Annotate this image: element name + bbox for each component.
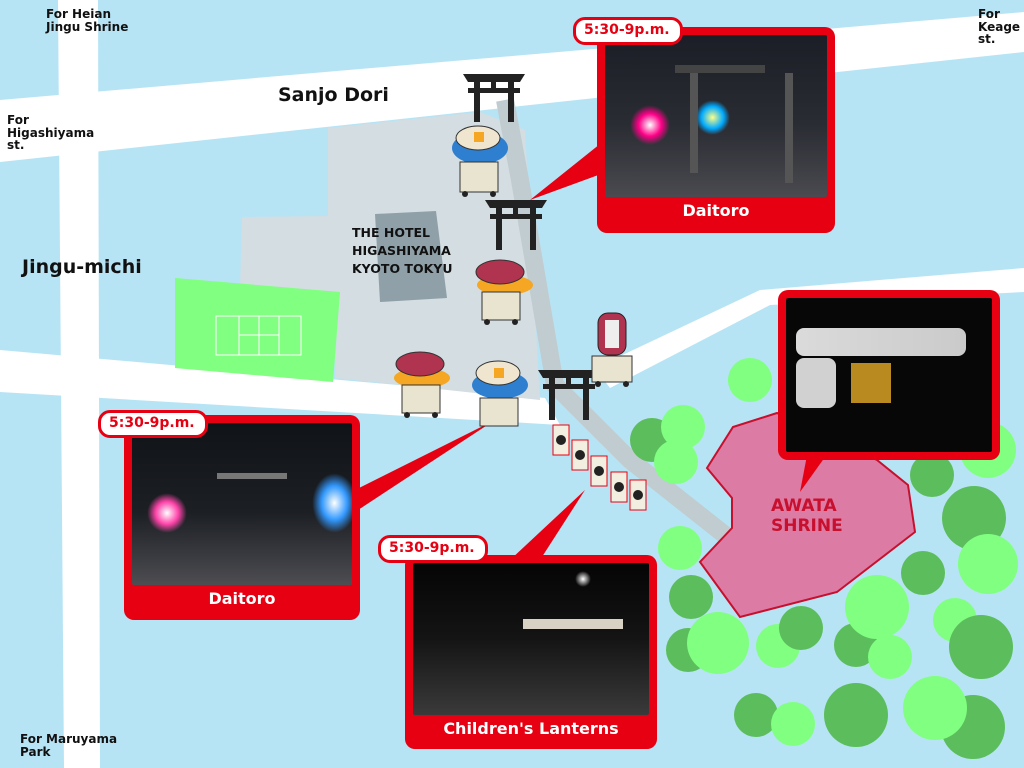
torii-gate-icon	[538, 370, 600, 420]
paper-lantern-float-icon	[591, 312, 633, 387]
label-heian-jingu: For Heian Jingu Shrine	[46, 7, 129, 34]
daitoro-float-rabbit-icon	[452, 125, 508, 197]
callout-awata-shrine	[778, 290, 1000, 460]
pointer-top	[530, 140, 612, 200]
callout-daitoro-top: Daitoro	[597, 27, 835, 233]
photo-awata-shrine	[786, 298, 992, 452]
hotel-building	[375, 211, 447, 302]
torii-gate-icon	[463, 74, 525, 122]
hotel-line-1: THE HOTEL	[352, 225, 430, 240]
awata-shrine-area	[698, 411, 917, 619]
pointer-bottom	[510, 490, 585, 560]
label-jingu-michi: Jingu-michi	[22, 256, 142, 278]
callout-caption: Children's Lanterns	[443, 719, 619, 738]
pointer-right	[800, 450, 830, 492]
time-badge: 5:30-9p.m.	[378, 535, 488, 563]
torii-gate-icon	[485, 200, 547, 250]
callout-caption: Daitoro	[682, 201, 750, 220]
label-maruyama-park: For Maruyama Park	[20, 732, 118, 759]
hotel-line-3: KYOTO TOKYU	[352, 261, 453, 277]
label-awata-shrine: AWATA SHRINE	[771, 496, 843, 537]
photo-daitoro-left	[132, 423, 352, 585]
daitoro-float-oni-icon	[394, 351, 450, 418]
tennis-field	[175, 278, 340, 382]
label-hotel: THE HOTEL HIGASHIYAMA KYOTO TOKYU	[352, 224, 452, 278]
label-keage-st: For Keage st.	[978, 7, 1021, 47]
shrine-line-2: SHRINE	[771, 516, 843, 537]
shrine-line-1: AWATA	[771, 496, 837, 516]
label-higashiyama-st: For Higashiyama st.	[7, 113, 95, 153]
photo-daitoro-top	[605, 35, 827, 197]
daitoro-float-oni-icon	[475, 259, 533, 325]
photo-childrens-lanterns	[413, 563, 649, 715]
time-badge: 5:30-9p.m.	[573, 17, 683, 45]
callout-childrens-lanterns: Children's Lanterns	[405, 555, 657, 749]
callout-daitoro-left: Daitoro	[124, 415, 360, 620]
callout-caption: Daitoro	[208, 589, 276, 608]
hotel-line-2: HIGASHIYAMA	[352, 243, 451, 259]
tennis-court	[215, 315, 302, 356]
pointer-left	[355, 420, 495, 512]
time-badge: 5:30-9p.m.	[98, 410, 208, 438]
children-lanterns-icon	[552, 424, 647, 511]
label-sanjo-dori: Sanjo Dori	[278, 84, 389, 106]
daitoro-float-rabbit-icon	[472, 360, 528, 427]
